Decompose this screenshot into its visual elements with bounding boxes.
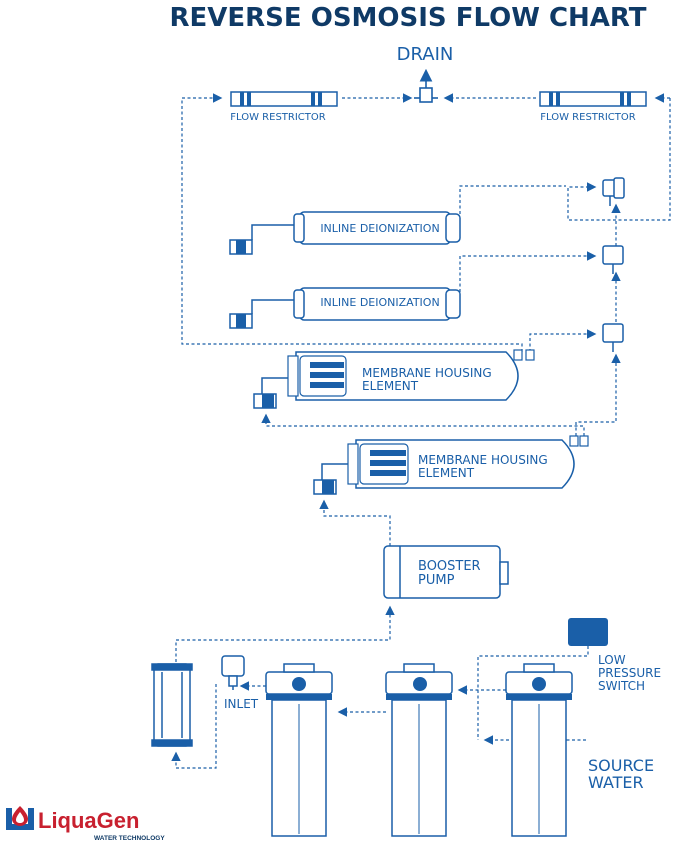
inline-deionization-2 — [229, 287, 461, 329]
drain-tee-fitting — [414, 68, 438, 103]
inlet-gauge — [221, 655, 245, 690]
flow-lines — [171, 93, 671, 769]
membrane-housing-1 — [253, 349, 535, 409]
source-water-label-line2: WATER — [588, 773, 644, 792]
membrane-housing-2 — [313, 435, 589, 495]
low-pressure-label-line3: SWITCH — [598, 679, 645, 693]
booster-pump-label-line1: BOOSTER — [418, 559, 481, 574]
membrane-housing-2-label-line2: ELEMENT — [418, 466, 475, 480]
membrane-housing-2-label-line1: MEMBRANE HOUSING — [418, 453, 548, 467]
source-water-label-line1: SOURCE — [588, 756, 654, 775]
check-valve-mid — [602, 245, 624, 274]
low-pressure-switch — [568, 618, 608, 646]
liquagen-logo: LiquaGen WATER TECHNOLOGY — [6, 806, 165, 842]
logo-name: LiquaGen — [38, 808, 139, 833]
low-pressure-label-line1: LOW — [598, 653, 626, 667]
flow-restrictor-right-label: FLOW RESTRICTOR — [540, 112, 635, 123]
flow-restrictor-left — [230, 91, 338, 107]
booster-pump-label-line2: PUMP — [418, 573, 455, 588]
inline-deionization-2-label: INLINE DEIONIZATION — [320, 296, 439, 309]
filter-housing-2 — [385, 663, 453, 837]
filter-housing-3 — [505, 663, 573, 837]
low-pressure-label-line2: PRESSURE — [598, 666, 661, 680]
membrane-housing-1-label-line1: MEMBRANE HOUSING — [362, 366, 492, 380]
diagram-title: REVERSE OSMOSIS FLOW CHART — [170, 3, 647, 33]
filter-housing-1 — [265, 663, 333, 837]
liquagen-logo-icon — [6, 808, 34, 830]
drain-label: DRAIN — [397, 44, 454, 65]
inline-deionization-1 — [229, 211, 461, 255]
check-valve-top — [602, 177, 625, 206]
flow-restrictor-left-label: FLOW RESTRICTOR — [230, 112, 325, 123]
inlet-label: INLET — [224, 697, 259, 711]
membrane-housing-1-label-line2: ELEMENT — [362, 379, 419, 393]
flow-restrictor-right — [539, 91, 647, 107]
inline-deionization-1-label: INLINE DEIONIZATION — [320, 222, 439, 235]
logo-tagline: WATER TECHNOLOGY — [94, 835, 165, 842]
post-filter-cartridge — [151, 663, 193, 747]
booster-pump — [383, 545, 509, 599]
check-valve-low — [602, 323, 624, 352]
